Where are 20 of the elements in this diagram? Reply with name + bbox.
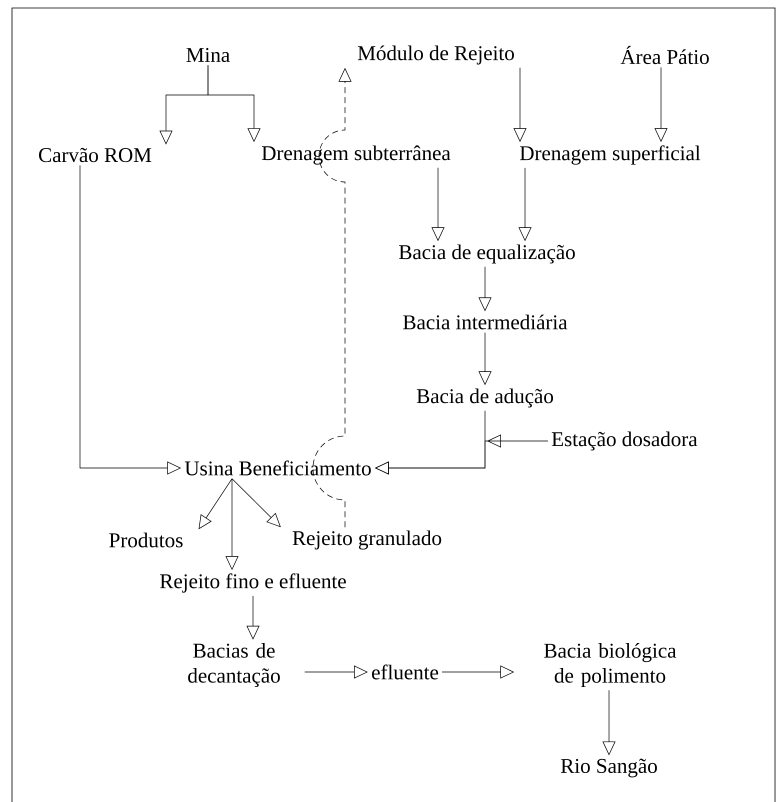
step-label: Carvão ROM xyxy=(39,148,152,162)
step-label: Bacia biológica de polimento xyxy=(544,642,676,688)
step-label: efluente xyxy=(372,664,438,680)
step-label: Rejeito fino e efluente xyxy=(160,573,346,593)
step-label: Usina Beneficiamento xyxy=(184,460,371,476)
step-label: Bacia de equalização xyxy=(399,244,575,264)
arrow xyxy=(198,478,232,530)
arrow xyxy=(232,478,281,528)
step-label: Mina xyxy=(186,48,230,62)
step-label: Módulo de Rejeito xyxy=(358,45,514,65)
step-label: Bacia de adução xyxy=(416,388,554,408)
step-label: Rejeito granulado xyxy=(292,530,442,550)
step-label: Estação dosadora xyxy=(552,431,698,451)
step-label: Área Pátio xyxy=(620,46,709,64)
step-label: Bacia intermediária xyxy=(403,314,568,330)
step-label: Rio Sangão xyxy=(560,758,657,778)
step-label: Drenagem subterrânea xyxy=(262,145,450,165)
step-label: Produtos xyxy=(109,532,183,548)
step-label: Drenagem superficial xyxy=(520,145,700,165)
step-label: Bacias de decantação xyxy=(188,642,280,688)
